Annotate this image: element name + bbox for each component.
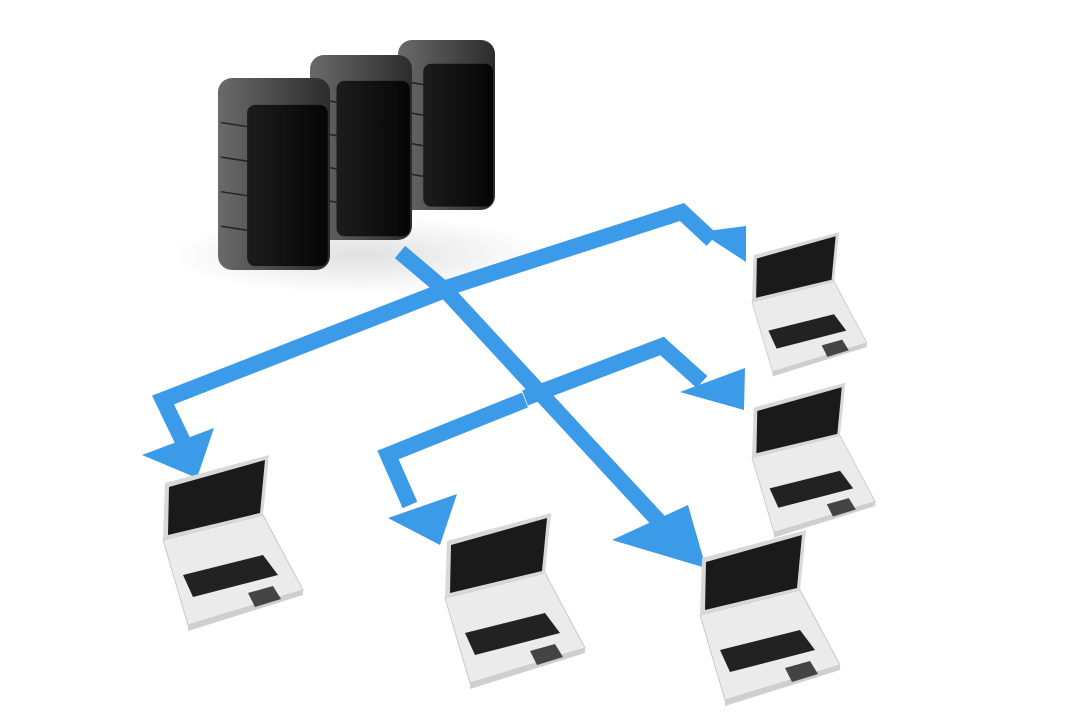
laptop-keyboard [768, 314, 847, 349]
arrow-shaft [437, 202, 718, 298]
laptop-group [162, 232, 876, 706]
arrow-shaft [152, 284, 443, 456]
server-panel-seam [220, 225, 248, 231]
laptop-touchpad [785, 661, 818, 682]
laptop-screen [756, 236, 836, 298]
laptop-keyboard [769, 470, 854, 508]
laptop-screen [168, 460, 265, 535]
laptop-keyboard [465, 613, 560, 655]
arrowhead [680, 368, 745, 410]
laptop [751, 382, 876, 538]
arrow-group [142, 202, 746, 568]
arrowhead [700, 226, 746, 262]
server-tower [218, 78, 330, 270]
laptop [162, 455, 304, 631]
arrow-shaft [377, 392, 528, 509]
laptop [444, 513, 586, 689]
laptop [699, 530, 841, 706]
laptop-keyboard [183, 555, 278, 597]
data-flow-arrow [377, 392, 528, 545]
laptop-touchpad [821, 339, 849, 357]
laptop-screen [756, 387, 842, 454]
laptop [751, 232, 868, 377]
server-panel-seam [220, 156, 248, 162]
server-panel-seam [220, 121, 248, 128]
arrowhead [142, 428, 214, 478]
laptop-touchpad [248, 586, 281, 607]
server-front-panel [423, 63, 494, 207]
arrowhead [388, 494, 457, 545]
laptop-screen [450, 518, 547, 593]
server-tower [398, 40, 495, 210]
laptop-keyboard [720, 630, 815, 672]
arrowhead [612, 505, 706, 568]
server-front-panel [336, 80, 410, 237]
data-flow-arrow [522, 336, 745, 410]
laptop-touchpad [530, 644, 563, 665]
server-rack-group [218, 40, 495, 270]
laptop-touchpad [826, 498, 856, 517]
server-front-panel [247, 104, 328, 267]
laptop-screen [705, 535, 802, 610]
arrow-shaft [522, 336, 708, 406]
data-flow-arrow [437, 202, 746, 298]
server-panel-seam [220, 190, 248, 197]
data-flow-arrow [142, 284, 443, 478]
